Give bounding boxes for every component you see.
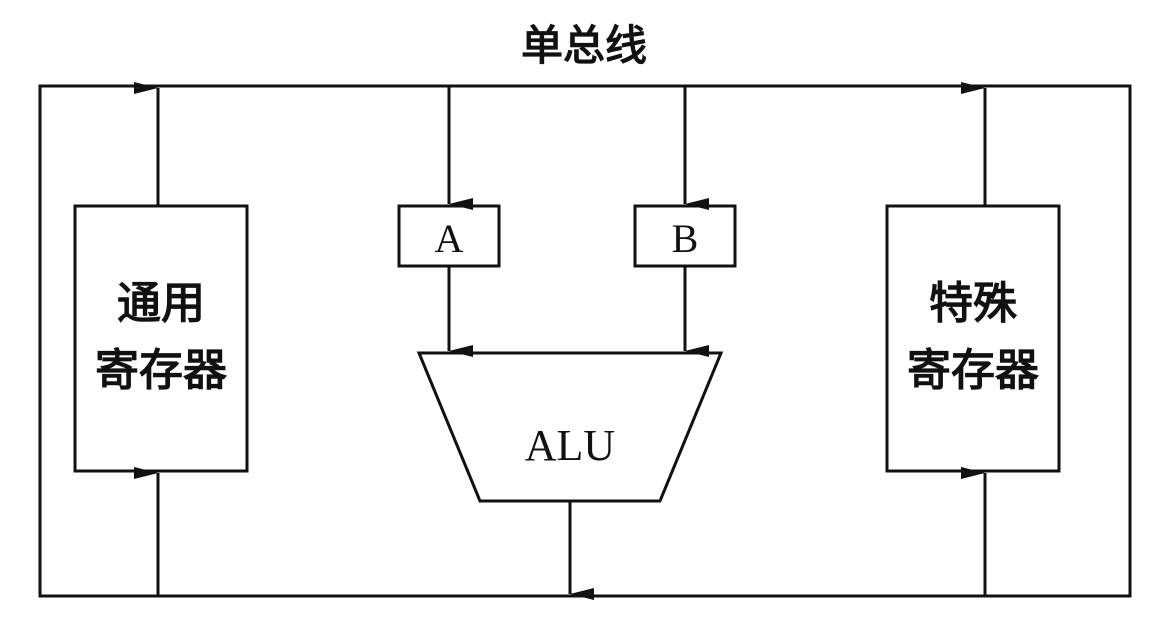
register-a-label: A (435, 216, 464, 261)
alu-label: ALU (525, 421, 615, 470)
general-registers-label-line2: 寄存器 (95, 345, 228, 396)
register-b-label: B (672, 216, 699, 261)
bus-title: 单总线 (521, 21, 647, 70)
special-registers-box (885, 204, 1061, 473)
general-registers-label-line1: 通用 (117, 278, 205, 329)
special-registers-label-line1: 特殊 (929, 278, 1018, 329)
general-registers-box (73, 204, 249, 473)
special-registers-label-line2: 寄存器 (907, 345, 1040, 396)
alu-trapezoid (416, 351, 724, 503)
